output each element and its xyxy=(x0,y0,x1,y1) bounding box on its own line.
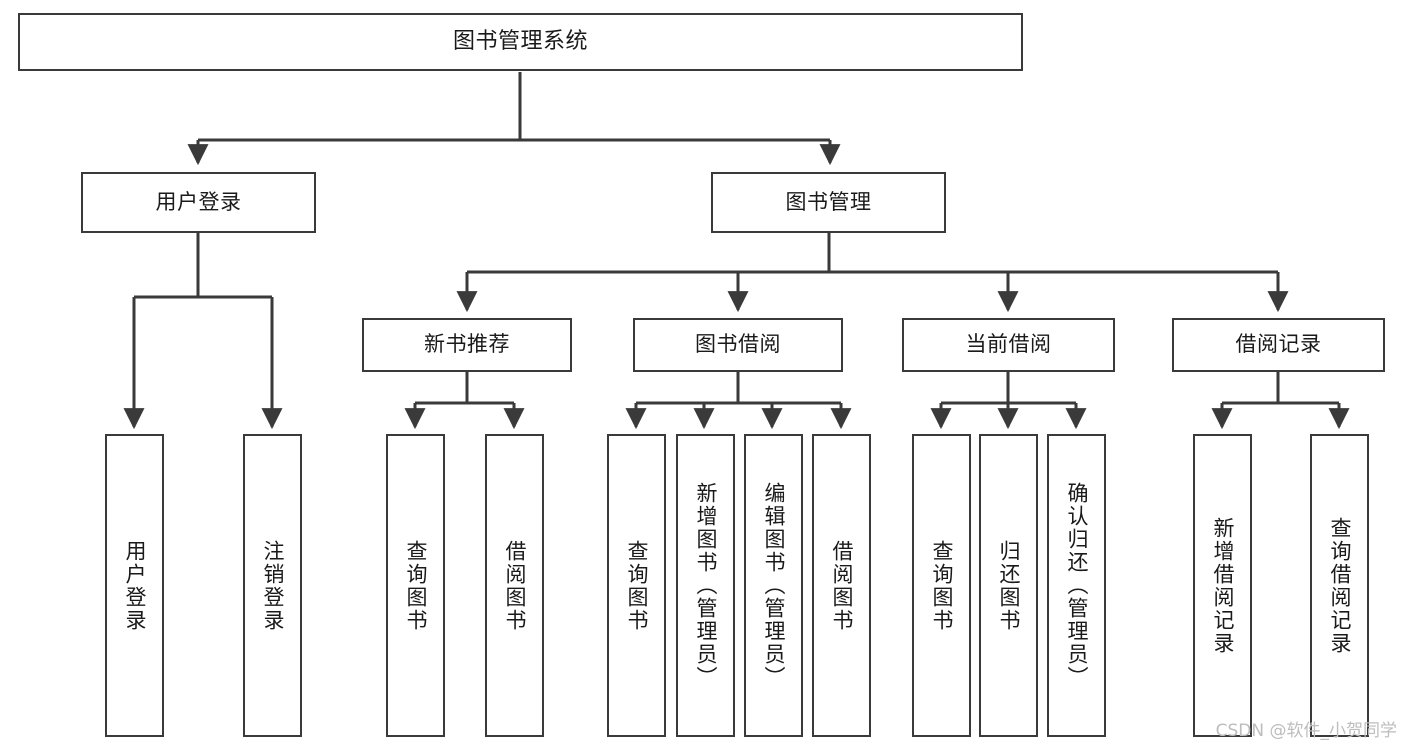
node-label: 借阅图书 xyxy=(829,539,854,632)
node-leaf-borrow-book-recommendation[interactable]: 借阅图书 xyxy=(485,434,544,737)
node-label: 确认归还（管理员） xyxy=(1064,482,1089,689)
node-label: 用户登录 xyxy=(122,539,147,632)
node-leaf-add-borrowing-record[interactable]: 新增借阅记录 xyxy=(1193,434,1252,737)
node-label: 图书管理系统 xyxy=(452,28,588,54)
node-label: 查询图书 xyxy=(624,539,649,632)
node-label: 注销登录 xyxy=(260,539,285,632)
node-borrowing-record[interactable]: 借阅记录 xyxy=(1172,318,1385,372)
node-leaf-user-login[interactable]: 用户登录 xyxy=(105,434,164,737)
node-root-book-management-system[interactable]: 图书管理系统 xyxy=(18,13,1023,71)
watermark-text: CSDN @软件_小贺同学 xyxy=(1215,721,1397,741)
node-new-book-recommendation[interactable]: 新书推荐 xyxy=(362,318,572,372)
node-leaf-query-borrowing-record[interactable]: 查询借阅记录 xyxy=(1310,434,1369,737)
node-label: 新书推荐 xyxy=(424,332,510,357)
node-current-borrowing[interactable]: 当前借阅 xyxy=(902,318,1115,372)
node-user-login[interactable]: 用户登录 xyxy=(81,172,316,233)
node-label: 图书管理 xyxy=(785,189,872,214)
node-book-management[interactable]: 图书管理 xyxy=(711,172,946,233)
node-leaf-add-book-admin[interactable]: 新增图书（管理员） xyxy=(676,434,735,737)
node-label: 查询借阅记录 xyxy=(1327,516,1352,655)
node-label: 图书借阅 xyxy=(695,332,781,357)
node-leaf-edit-book-admin[interactable]: 编辑图书（管理员） xyxy=(744,434,803,737)
node-label: 用户登录 xyxy=(155,189,242,214)
node-label: 新增图书（管理员） xyxy=(693,482,718,689)
node-label: 归还图书 xyxy=(996,539,1021,632)
node-leaf-query-book-current[interactable]: 查询图书 xyxy=(912,434,971,737)
node-leaf-return-book[interactable]: 归还图书 xyxy=(979,434,1038,737)
node-label: 查询图书 xyxy=(929,539,954,632)
node-label: 借阅记录 xyxy=(1235,332,1322,357)
node-leaf-query-book-borrowing[interactable]: 查询图书 xyxy=(607,434,666,737)
node-label: 借阅图书 xyxy=(502,539,527,632)
node-leaf-logout-login[interactable]: 注销登录 xyxy=(243,434,302,737)
node-book-borrowing[interactable]: 图书借阅 xyxy=(633,318,843,372)
node-label: 编辑图书（管理员） xyxy=(761,482,786,689)
node-leaf-confirm-return-admin[interactable]: 确认归还（管理员） xyxy=(1047,434,1106,737)
node-label: 当前借阅 xyxy=(965,332,1052,357)
node-leaf-borrow-book-borrowing[interactable]: 借阅图书 xyxy=(812,434,871,737)
node-label: 查询图书 xyxy=(403,539,428,632)
node-label: 新增借阅记录 xyxy=(1210,516,1235,655)
node-leaf-query-book-recommendation[interactable]: 查询图书 xyxy=(386,434,445,737)
